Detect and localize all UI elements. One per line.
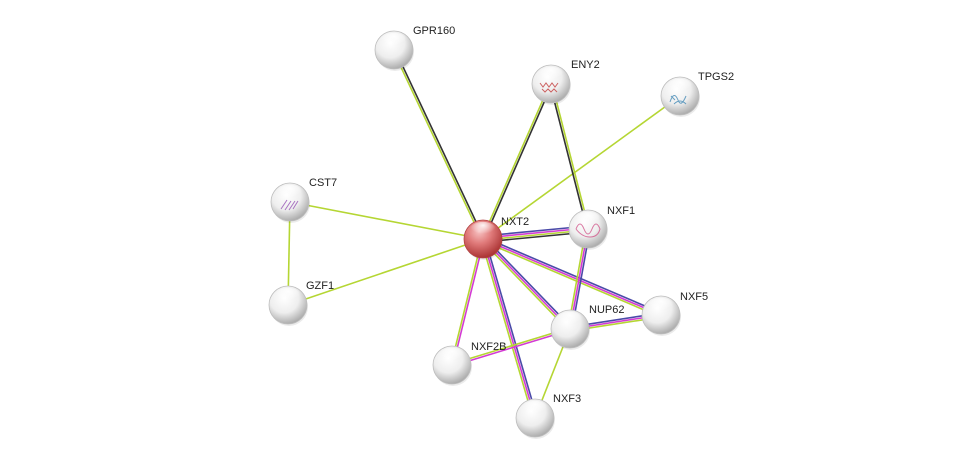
edge-line-database (483, 236, 663, 314)
node-cst7[interactable]: CST7 (270, 177, 337, 223)
edge-line-coexpression (549, 84, 588, 230)
node-nup62[interactable]: NUP62 (550, 304, 624, 350)
node-label: CST7 (309, 177, 337, 189)
edge-nxt2-nxf3[interactable] (480, 238, 538, 419)
node-nxf2b[interactable]: NXF2B (432, 341, 506, 386)
node-gloss (276, 184, 304, 202)
node-gloss (666, 78, 694, 96)
node-nxf1[interactable]: NXF1 (568, 205, 635, 250)
node-gloss (537, 66, 565, 84)
node-label: GZF1 (306, 280, 334, 292)
edge-line-experiments (452, 329, 571, 367)
node-label: NXF5 (680, 291, 708, 303)
node-nxt2[interactable]: NXT2 (463, 216, 529, 260)
edge-nxt2-tpgs2[interactable] (482, 95, 681, 240)
edge-line-experiments (482, 238, 662, 316)
edge-line-textmining (392, 50, 483, 240)
edge-line-experiments (482, 238, 571, 330)
node-gloss (521, 400, 549, 419)
edge-line-textmining (289, 201, 484, 240)
protein-structure-icon (280, 199, 299, 211)
node-nxf5[interactable]: NXF5 (641, 291, 708, 336)
edge-line-coexpression (394, 49, 485, 239)
node-tpgs2[interactable]: TPGS2 (660, 71, 734, 117)
edge-line-textmining (482, 95, 681, 240)
edge-nxt2-gzf1[interactable] (287, 238, 484, 306)
node-label: NXF3 (553, 393, 581, 405)
node-gloss (647, 297, 675, 316)
node-gloss (274, 287, 302, 306)
edge-nxt2-cst7[interactable] (289, 201, 484, 240)
edge-line-textmining (480, 239, 570, 331)
edge-nxt2-eny2[interactable] (481, 83, 553, 240)
edge-line-textmining (451, 327, 570, 365)
node-nxf3[interactable]: NXF3 (515, 393, 581, 439)
edge-nup62-nxf2b[interactable] (451, 327, 571, 367)
edge-nxt2-gpr160[interactable] (392, 49, 485, 240)
edge-eny2-nxf1[interactable] (549, 83, 590, 230)
node-label: ENY2 (571, 59, 600, 71)
edge-nxt2-nup62[interactable] (480, 237, 573, 331)
edge-line-experiments (452, 239, 485, 366)
edge-line-database (483, 237, 573, 329)
edge-layer (287, 49, 681, 419)
edge-line-textmining (480, 239, 534, 419)
protein-structure-icon (539, 82, 559, 93)
edge-nxt2-nxf2b[interactable] (450, 238, 485, 366)
edge-line-textmining (450, 238, 483, 365)
node-gpr160[interactable]: GPR160 (374, 25, 455, 71)
node-gloss (380, 32, 408, 50)
edge-line-textmining (287, 238, 484, 306)
node-label: NXF1 (607, 205, 635, 217)
edge-line-coexpression (483, 84, 553, 240)
node-eny2[interactable]: ENY2 (531, 59, 600, 105)
node-label: TPGS2 (698, 71, 734, 83)
node-label: GPR160 (413, 25, 455, 37)
node-gloss (469, 221, 497, 239)
protein-structure-icon (669, 95, 687, 105)
node-label: NXF2B (471, 341, 506, 353)
node-gloss (556, 311, 584, 330)
node-gzf1[interactable]: GZF1 (268, 280, 334, 326)
edge-line-database (484, 238, 538, 418)
node-gloss (574, 211, 602, 229)
edge-nxt2-nxf5[interactable] (481, 236, 663, 318)
node-label: NXT2 (501, 216, 529, 228)
node-gloss (438, 347, 466, 366)
edge-line-textmining (481, 83, 551, 239)
node-label: NUP62 (589, 304, 624, 316)
edge-line-experiments (482, 238, 536, 419)
edge-line-textmining (551, 83, 590, 229)
edge-line-textmining (481, 240, 661, 318)
